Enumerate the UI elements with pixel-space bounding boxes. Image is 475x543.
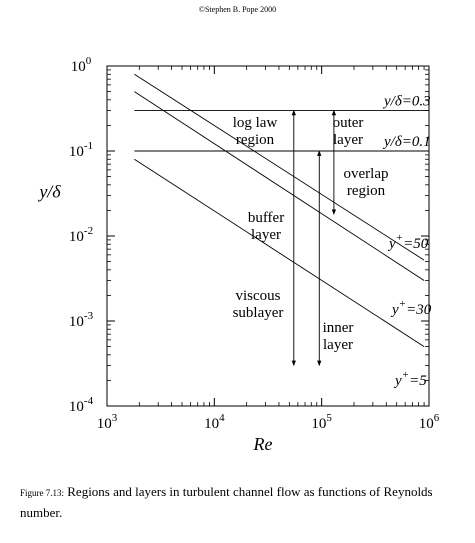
figure-number: Figure 7.13:: [20, 488, 64, 498]
y-tick-label: 10-2: [69, 225, 93, 245]
plot-frame: [106, 65, 430, 407]
x-tick-label: 104: [204, 412, 225, 432]
yplus-series-label: y+=5: [393, 369, 427, 389]
y-tick-label: 100: [71, 55, 92, 75]
yplus-series-label: y+=30: [390, 298, 432, 318]
x-axis-title: Re: [253, 434, 273, 454]
y-delta-line-label: y/δ=0.1: [382, 134, 431, 150]
x-tick-label: 105: [311, 412, 332, 432]
y-tick-label: 10-3: [69, 310, 94, 330]
x-tick-label: 106: [419, 412, 440, 432]
caption-text: Regions and layers in turbulent channel …: [20, 484, 433, 520]
yplus-series-label: y+=50: [387, 232, 429, 252]
x-tick-label: 103: [97, 412, 118, 432]
y-tick-label: 10-4: [69, 395, 94, 415]
figure-caption: Figure 7.13: Regions and layers in turbu…: [20, 482, 460, 523]
yplus-series-line: [134, 158, 425, 347]
yplus-series-line: [134, 73, 425, 261]
y-delta-line-label: y/δ=0.3: [382, 93, 431, 109]
y-tick-label: 10-1: [69, 140, 93, 160]
copyright-notice: ©Stephen B. Pope 2000: [198, 5, 277, 14]
yplus-series-line: [134, 91, 425, 281]
y-axis-title: y/δ: [37, 181, 61, 201]
